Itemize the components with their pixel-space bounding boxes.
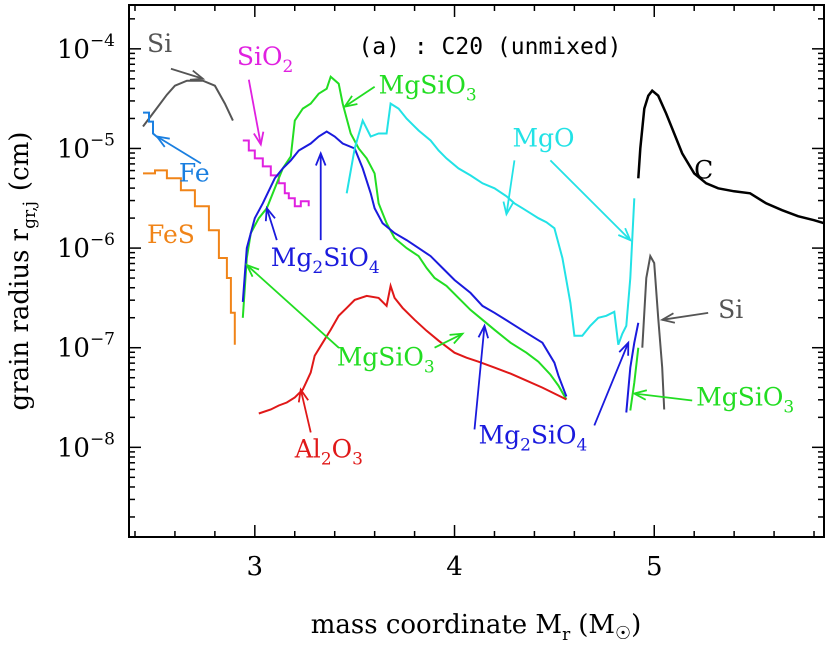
series-si2 [641, 253, 666, 410]
arrow-mgo-lbl2 [549, 159, 631, 241]
series-sio2 [242, 139, 310, 208]
arrowhead-al2o3-lbl [297, 387, 309, 403]
y-tick-label: 10−5 [57, 130, 115, 164]
label-mg2sio4-bot: Mg2SiO4 [478, 420, 587, 455]
label-c-lbl: C [694, 155, 713, 184]
label-fes-lbl: FeS [147, 220, 195, 249]
arrowhead-fe-lbl [154, 135, 170, 148]
arrowhead-si-top [189, 69, 206, 81]
series-mg2sio4_b [625, 322, 640, 413]
arrow-mgsio3-mid2 [434, 332, 463, 349]
label-mgsio3-mid: MgSiO3 [337, 343, 435, 378]
x-tick-label: 4 [446, 552, 463, 582]
series-fes [143, 169, 236, 345]
series-mgo [345, 101, 636, 346]
series-si1 [142, 79, 234, 128]
label-mgsio3-top: MgSiO3 [379, 71, 477, 106]
arrowhead-mgo-lbl2 [617, 227, 632, 242]
x-tick-label: 5 [646, 552, 663, 582]
arrow-si-bot [662, 311, 709, 321]
y-axis-label: grain radius rgr,j(cm) [5, 132, 40, 411]
arrowhead-mg2sio4-mid2 [315, 151, 327, 166]
axis-ticks: 3 4 5 10−4 10−5 10−6 10−7 10−8 [57, 5, 824, 582]
arrowhead-mg2sio4-mid [264, 205, 276, 222]
series-c [637, 88, 824, 225]
arrowhead-mgsio3-bot [631, 389, 648, 401]
series-group [142, 74, 824, 415]
arrow-mg2sio4-bot2 [593, 342, 630, 426]
chart-title: (a) : C20 (unmixed) [358, 34, 621, 60]
x-tick-label: 3 [247, 552, 264, 582]
label-mgo-lbl: MgO [512, 123, 574, 152]
arrow-mg2sio4-bot [473, 325, 486, 430]
arrowhead-mgsio3-mid2 [449, 332, 465, 345]
y-tick-label: 10−6 [57, 230, 115, 264]
y-tick-label: 10−8 [57, 429, 115, 463]
arrowhead-mg2sio4-bot [477, 323, 489, 339]
arrowhead-mgsio3-top [342, 95, 358, 108]
y-tick-label: 10−7 [57, 330, 115, 364]
arrowhead-sio2-lbl [253, 131, 265, 147]
arrow-mgsio3-bot [634, 392, 693, 402]
label-fe-lbl: Fe [179, 158, 210, 187]
arrowhead-mgsio3-mid [245, 263, 260, 278]
arrow-fe-lbl [156, 135, 202, 165]
x-axis-label: mass coordinate Mr(M☉) [311, 610, 642, 645]
arrowhead-mg2sio4-bot2 [618, 340, 630, 356]
y-tick-label: 10−4 [57, 31, 115, 65]
arrow-mgsio3-top [344, 85, 376, 108]
label-si-bot: Si [718, 295, 743, 324]
arrow-si-top [170, 67, 204, 80]
arrow-mg2sio4-mid [265, 207, 278, 241]
series-mgsio3_b [629, 347, 640, 411]
plot-frame [128, 4, 825, 538]
series-fe [143, 111, 160, 140]
label-sio2-lbl: SiO2 [237, 42, 293, 77]
label-al2o3-lbl: Al2O3 [294, 434, 363, 469]
arrowhead-si-bot [659, 312, 676, 324]
arrowhead-mgo-lbl [502, 201, 514, 217]
arrow-al2o3-lbl [299, 389, 312, 433]
series-al2o3 [258, 282, 567, 415]
arrow-mgsio3-mid [246, 264, 340, 349]
label-si-top: Si [147, 29, 172, 58]
label-mg2sio4-mid: Mg2SiO4 [271, 243, 380, 278]
arrow-mgo-lbl [505, 160, 516, 215]
label-mgsio3-bot: MgSiO3 [696, 382, 794, 417]
sun-symbol: ☉ [615, 623, 631, 644]
arrow-sio2-lbl [247, 79, 262, 145]
series-mg2sio4_a [241, 130, 568, 397]
